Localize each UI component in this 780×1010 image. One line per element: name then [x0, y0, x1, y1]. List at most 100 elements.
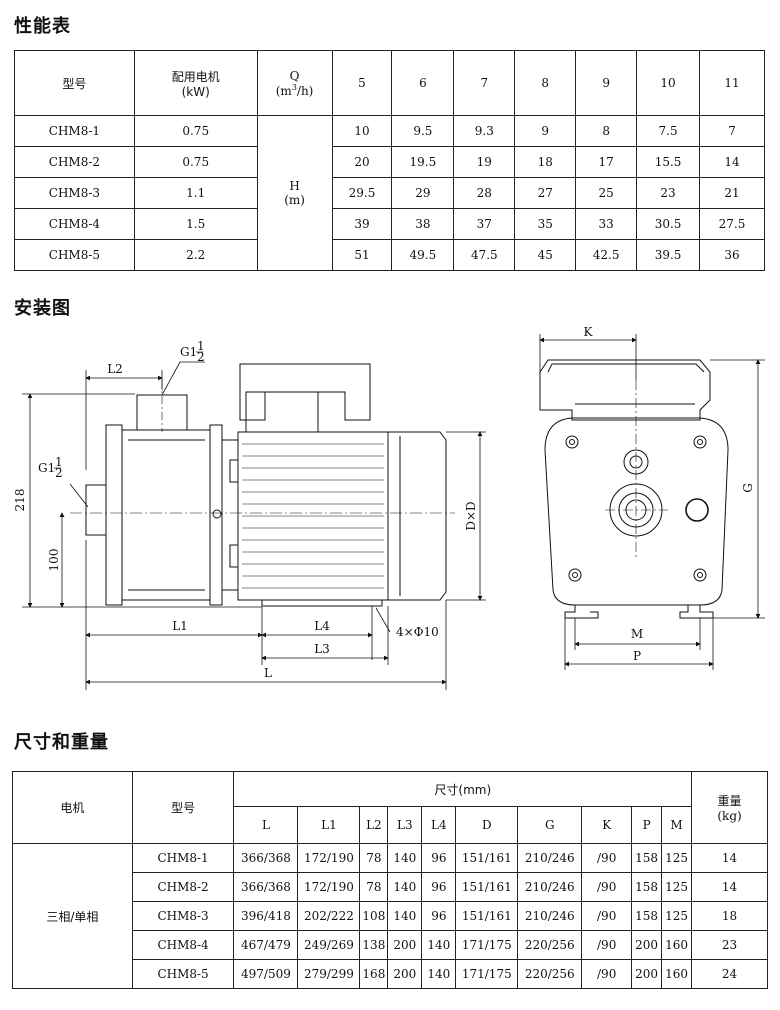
motor-cell: 2.2 [133, 239, 258, 271]
label-M: M [631, 627, 643, 641]
dim-cell: 96 [421, 872, 457, 902]
dim-cell: 220/256 [517, 959, 583, 989]
dim-cell: 200 [631, 930, 663, 960]
weight-cell: 18 [691, 901, 768, 931]
dim-cell: 200 [387, 959, 423, 989]
head-label-cell: H (m) [256, 115, 333, 271]
dim-cell: 160 [661, 930, 693, 960]
dim-cell: 467/479 [233, 930, 299, 960]
col-header: P [631, 806, 663, 844]
header-motor-label: 配用电机 [171, 69, 220, 84]
head-cell: 35 [514, 208, 577, 240]
dim-cell: 96 [421, 901, 457, 931]
head-cell: 17 [575, 146, 638, 178]
model-cell: CHM8-2 [131, 872, 235, 902]
installation-title: 安装图 [14, 298, 71, 319]
installation-drawing: L2 G1 1 2 G1 1 2 218 100 L1 L4 L3 L 4×Φ1… [13, 325, 765, 690]
dim-cell: 172/190 [297, 843, 361, 873]
dim-cell: 210/246 [517, 901, 583, 931]
head-cell: 10 [331, 115, 393, 147]
weight-cell: 14 [691, 843, 768, 873]
dim-cell: 140 [421, 959, 457, 989]
head-cell: 9.5 [391, 115, 455, 147]
label-100: 100 [47, 549, 61, 572]
head-cell: 49.5 [391, 239, 455, 271]
head-cell: 15.5 [636, 146, 701, 178]
dim-cell: 158 [631, 901, 663, 931]
flow-value: 8 [514, 50, 577, 116]
col-header: K [581, 806, 633, 844]
flow-value: 5 [331, 50, 393, 116]
col-header: L1 [297, 806, 361, 844]
model-cell: CHM8-5 [14, 239, 135, 271]
flow-value: 11 [699, 50, 765, 116]
weight-cell: 23 [691, 930, 768, 960]
head-cell: 9.3 [453, 115, 516, 147]
flow-value: 6 [391, 50, 455, 116]
head-cell: 51 [331, 239, 393, 271]
motor-cell: 1.1 [133, 177, 258, 209]
header-flow-unit: (m3/h) [258, 83, 332, 98]
dim-cell: 220/256 [517, 930, 583, 960]
model-cell: CHM8-5 [131, 959, 235, 989]
header-weight-unit: (kg) [717, 809, 742, 823]
dim-cell: /90 [581, 901, 633, 931]
col-header: D [455, 806, 519, 844]
header-size: 尺寸(mm) [233, 771, 693, 807]
header-model: 型号 [14, 50, 135, 116]
flow-value: 10 [636, 50, 701, 116]
head-unit: (m) [284, 193, 305, 207]
flow-unit-post: /h) [296, 83, 314, 98]
head-cell: 37 [453, 208, 516, 240]
label-L: L [264, 666, 272, 680]
weight-cell: 14 [691, 872, 768, 902]
performance-header-row: 型号 配用电机 (kW) Q (m3/h) 5 6 7 8 9 10 11 [14, 50, 765, 116]
header-motor: 配用电机 (kW) [133, 50, 258, 116]
col-header: M [661, 806, 693, 844]
label-K: K [584, 325, 594, 339]
dim-cell: /90 [581, 930, 633, 960]
dims-header-row-2: L L1 L2 L3 L4 D G K P M [13, 806, 768, 844]
table-row: CHM8-1 0.75 H (m) 10 9.5 9.3 9 8 7.5 7 [14, 115, 765, 271]
head-cell: 33 [575, 208, 638, 240]
label-218: 218 [13, 489, 27, 512]
col-header: G [517, 806, 583, 844]
head-cell: 45 [514, 239, 577, 271]
label-L2: L2 [107, 362, 123, 376]
flow-value: 7 [453, 50, 516, 116]
motor-type-cell: 三相/单相 [12, 843, 133, 989]
dim-cell: 202/222 [297, 901, 361, 931]
side-dimension-lines [22, 361, 486, 690]
model-cell: CHM8-4 [131, 930, 235, 960]
label-g-top: G1 [180, 345, 197, 359]
dim-cell: 158 [631, 843, 663, 873]
dim-cell: 151/161 [455, 872, 519, 902]
table-row: CHM8-3 1.1 29.5 29 28 27 25 23 21 [14, 177, 765, 209]
head-cell: 7 [699, 115, 765, 147]
head-cell: 23 [636, 177, 701, 209]
g-top-text: G1 [180, 345, 197, 359]
header-weight-label: 重量 [717, 794, 742, 808]
dim-cell: 396/418 [233, 901, 299, 931]
flow-value: 9 [575, 50, 638, 116]
header-flow-label: Q [289, 68, 300, 83]
pump-side-view [70, 363, 455, 607]
dim-cell: 151/161 [455, 901, 519, 931]
motor-cell: 0.75 [133, 146, 258, 178]
g-left-text: G1 [38, 461, 55, 475]
head-cell: 27 [514, 177, 577, 209]
head-label: H [289, 179, 300, 193]
head-cell: 19.5 [391, 146, 455, 178]
table-row: CHM8-2 0.75 20 19.5 19 18 17 15.5 14 [14, 146, 765, 178]
table-row: CHM8-2 366/368 172/190 78 140 96 151/161… [13, 872, 768, 902]
label-G: G [741, 483, 755, 493]
dim-cell: 151/161 [455, 843, 519, 873]
head-cell: 47.5 [453, 239, 516, 271]
table-row: CHM8-5 497/509 279/299 168 200 140 171/1… [13, 959, 768, 989]
dim-cell: 200 [387, 930, 423, 960]
dim-cell: 172/190 [297, 872, 361, 902]
header-flow: Q (m3/h) [256, 50, 333, 116]
dim-cell: 140 [387, 843, 423, 873]
head-cell: 42.5 [575, 239, 638, 271]
performance-table: 型号 配用电机 (kW) Q (m3/h) 5 6 7 8 9 10 11 CH… [14, 50, 765, 271]
